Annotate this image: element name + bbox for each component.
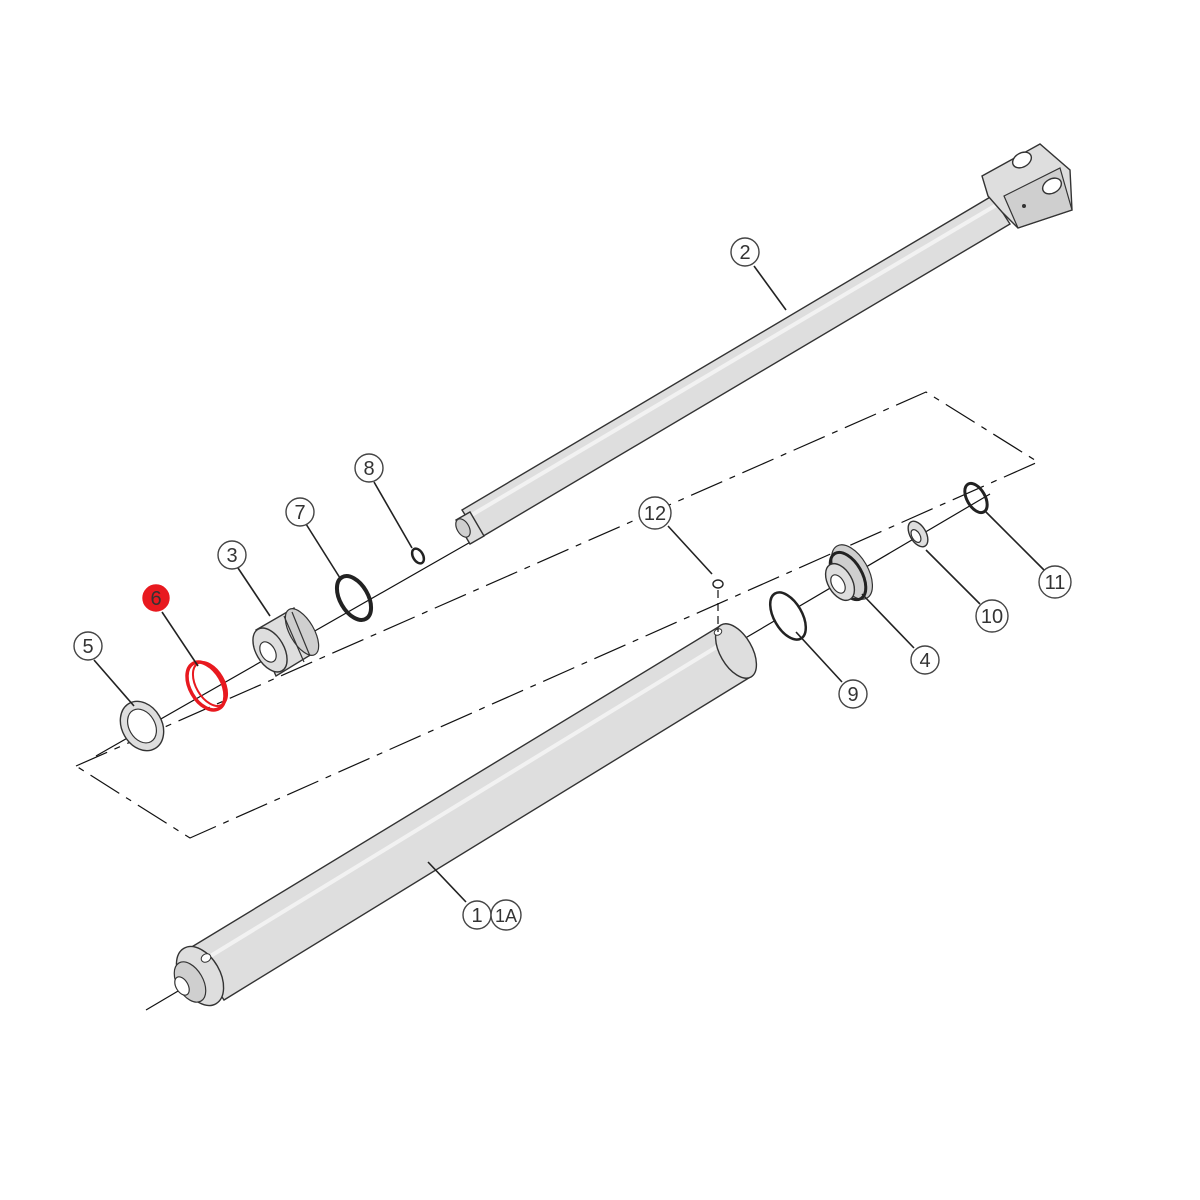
svg-text:12: 12 — [644, 503, 666, 525]
callout-2[interactable]: 2 — [730, 237, 760, 267]
leader-lines — [93, 265, 1045, 903]
callout-11[interactable]: 11 — [1038, 565, 1072, 599]
callout-5[interactable]: 5 — [73, 631, 103, 661]
backup-ring-part-9 — [768, 591, 808, 641]
callout-7[interactable]: 7 — [285, 497, 315, 527]
callout-12[interactable]: 12 — [638, 496, 672, 530]
svg-text:6: 6 — [150, 588, 161, 610]
callout-9[interactable]: 9 — [838, 679, 868, 709]
callout-4[interactable]: 4 — [910, 645, 940, 675]
wear-ring-part-6 — [185, 660, 229, 712]
ring-part-11 — [963, 481, 989, 515]
callout-6[interactable]: 6 — [142, 584, 170, 612]
gland-part-3 — [252, 606, 320, 678]
svg-text:5: 5 — [82, 636, 93, 658]
svg-text:9: 9 — [847, 684, 858, 706]
svg-text:7: 7 — [294, 502, 305, 524]
svg-text:10: 10 — [981, 606, 1003, 628]
svg-text:3: 3 — [226, 545, 237, 567]
wiper-ring-part-5 — [119, 700, 165, 752]
piston-rod — [455, 143, 1073, 545]
svg-text:2: 2 — [739, 242, 750, 264]
callout-3[interactable]: 3 — [217, 540, 247, 570]
callout-1a[interactable]: 1A — [490, 899, 522, 931]
svg-text:1: 1 — [471, 905, 482, 927]
svg-text:8: 8 — [363, 458, 374, 480]
callout-10[interactable]: 10 — [975, 599, 1009, 633]
svg-text:11: 11 — [1045, 572, 1066, 594]
callout-8[interactable]: 8 — [354, 453, 384, 483]
svg-text:4: 4 — [919, 650, 930, 672]
callout-1[interactable]: 1 — [462, 900, 492, 930]
piston-part-4 — [824, 544, 874, 602]
port-plug-part-12 — [712, 579, 724, 589]
o-ring-part-7 — [334, 574, 374, 622]
ring-part-10 — [907, 520, 929, 548]
o-ring-part-8 — [410, 547, 426, 565]
svg-text:1A: 1A — [495, 906, 517, 926]
cylinder-barrel — [173, 623, 758, 1007]
